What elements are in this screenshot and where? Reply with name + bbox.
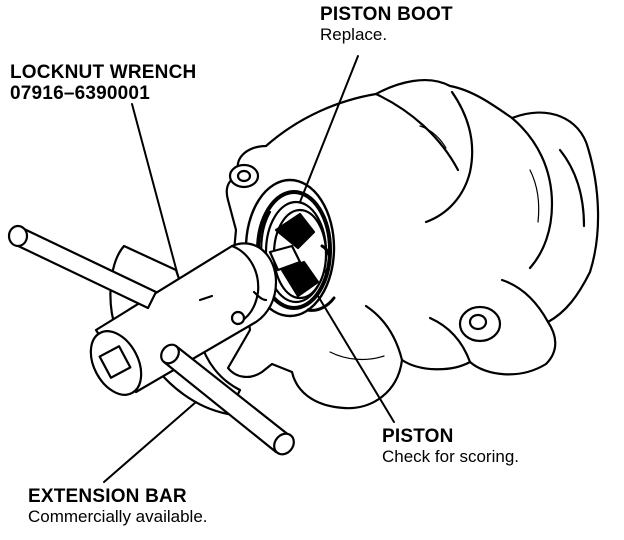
wrench-handle-bar bbox=[7, 224, 158, 310]
piston-boot-label: PISTON BOOT Replace. bbox=[320, 4, 453, 44]
leader-piston-boot bbox=[299, 55, 359, 203]
piston-boot-title: PISTON BOOT bbox=[320, 4, 453, 25]
leader-piston bbox=[317, 295, 395, 423]
leader-locknut-wrench bbox=[131, 103, 179, 277]
locknut-wrench-label: LOCKNUT WRENCH 07916–6390001 bbox=[10, 62, 196, 105]
extension-bar bbox=[160, 343, 295, 456]
leader-extension-bar bbox=[103, 401, 197, 483]
extension-bar-title: EXTENSION BAR bbox=[28, 486, 187, 507]
pin bbox=[230, 310, 246, 326]
piston-title: PISTON bbox=[382, 426, 454, 447]
caliper-body bbox=[225, 79, 600, 410]
locknut-wrench-part-number: 07916–6390001 bbox=[10, 83, 150, 105]
locknut-wrench bbox=[89, 242, 278, 396]
piston-boot-note: Replace. bbox=[320, 25, 388, 45]
piston-note: Check for scoring. bbox=[382, 447, 519, 467]
locknut-wrench-title: LOCKNUT WRENCH bbox=[10, 62, 197, 83]
piston-label: PISTON Check for scoring. bbox=[382, 426, 519, 466]
leader-lines bbox=[103, 55, 395, 483]
extension-bar-note: Commercially available. bbox=[28, 507, 208, 527]
extension-bar-label: EXTENSION BAR Commercially available. bbox=[28, 486, 208, 526]
